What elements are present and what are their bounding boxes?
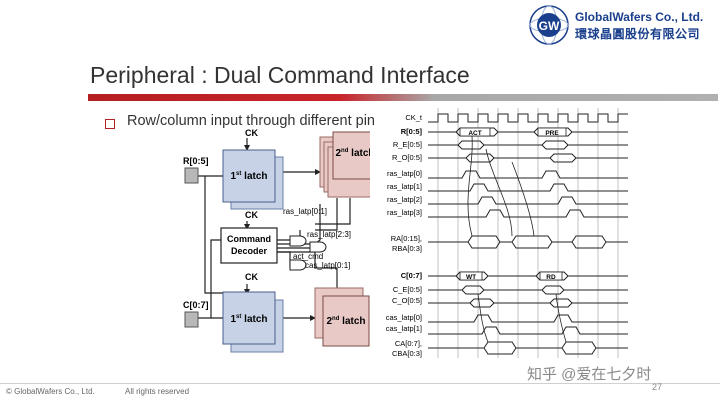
- footer-divider: [0, 383, 720, 384]
- signal-act: act_cmd: [293, 252, 323, 261]
- col-input-pad: [184, 311, 199, 328]
- timing-label-ro: R_O[0:5]: [392, 153, 422, 162]
- second-latch-row-label: 2nd latch: [335, 148, 370, 159]
- timing-label-ras1: ras_latp[1]: [387, 182, 422, 191]
- first-latch-row: [222, 149, 276, 203]
- logo-mark-text: GW: [539, 19, 560, 33]
- timing-label-ras3: ras_latp[3]: [387, 208, 422, 217]
- second-latch-row: [332, 131, 370, 180]
- first-latch-col-label: 1st latch: [230, 314, 267, 325]
- signal-cas: cas_latp[0:1]: [305, 261, 350, 270]
- and-gate-cas: [289, 259, 307, 271]
- cmd-wt-label: WT: [466, 274, 476, 281]
- watermark-text: 知乎 @爱在七夕时: [527, 366, 652, 383]
- clock-label-top: CK: [245, 128, 258, 138]
- command-decoder: [220, 227, 278, 264]
- timing-label-cas0: cas_latp[0]: [386, 313, 422, 322]
- footer-copyright: © GlobalWafers Co., Ltd.: [6, 387, 95, 396]
- cmd-act-label: ACT: [468, 130, 481, 137]
- timing-label-rba: RBA[0:3]: [392, 244, 422, 253]
- company-logo: GW GlobalWafers Co., Ltd. 環球晶圓股份有限公司: [527, 4, 717, 46]
- timing-label-r: R[0:5]: [401, 127, 423, 136]
- first-latch-row-label: 1st latch: [230, 171, 267, 182]
- signal-ras-mid: ras_latp[2:3]: [307, 230, 351, 239]
- clock-waveform: [428, 113, 628, 123]
- second-latch-col-label: 2nd latch: [326, 316, 365, 327]
- clock-label-mid: CK: [245, 210, 258, 220]
- timing-label-ras0: ras_latp[0]: [387, 169, 422, 178]
- cmd-pre-label: PRE: [545, 130, 559, 137]
- and-gate-ras: [289, 235, 307, 247]
- cmd-act-box: [459, 127, 491, 137]
- row-input-pad: [184, 167, 199, 184]
- timing-label-cas1: cas_latp[1]: [386, 324, 422, 333]
- row-input-label: R[0:5]: [183, 156, 209, 166]
- first-latch-col: [222, 291, 276, 345]
- title-underline-bar: [88, 94, 718, 101]
- clock-label-bottom: CK: [245, 272, 258, 282]
- footer-rights: All rights reserved: [125, 387, 190, 396]
- and-gate-act: [309, 241, 327, 253]
- col-input-label: C[0:7]: [183, 300, 209, 310]
- timing-label-ca: CA[0:7],: [395, 339, 422, 348]
- timing-label-co: C_O[0:5]: [392, 296, 422, 305]
- cmd-pre-box: [537, 127, 567, 137]
- decoder-label-line2: Decoder: [231, 246, 268, 256]
- bullet-text: Row/column input through different pin: [127, 113, 375, 129]
- second-latch-col: [322, 295, 370, 347]
- timing-gridlines: [437, 108, 619, 358]
- timing-label-c: C[0:7]: [401, 271, 423, 280]
- globe-logo-icon: GW: [529, 5, 569, 45]
- timing-label-ra: RA[0:15],: [391, 234, 422, 243]
- timing-diagram: CK_t R[0:5] R_E[0:5] R_O[0:5] ras_latp[0…: [386, 108, 628, 358]
- bullet-square-icon: [105, 119, 115, 129]
- block-diagram: R[0:5] C[0:7] 1st latch CK 2nd latch Com…: [183, 128, 370, 353]
- company-name-cn: 環球晶圓股份有限公司: [575, 27, 701, 41]
- page-number: 27: [652, 382, 663, 392]
- signal-ras-top: ras_latp[0:1]: [283, 207, 327, 216]
- cmd-rd-box: [539, 271, 563, 281]
- cmd-rd-label: RD: [546, 274, 556, 281]
- decoder-label-line1: Command: [227, 234, 271, 244]
- slide-title: Peripheral : Dual Command Interface: [90, 62, 470, 88]
- cmd-wt-box: [459, 271, 483, 281]
- timing-label-ras2: ras_latp[2]: [387, 195, 422, 204]
- timing-label-ce: C_E[0:5]: [393, 285, 422, 294]
- timing-label-cba: CBA[0:3]: [392, 349, 422, 358]
- company-name: GlobalWafers Co., Ltd.: [575, 10, 704, 24]
- timing-label-re: R_E[0:5]: [393, 140, 422, 149]
- timing-label-ck: CK_t: [405, 113, 423, 122]
